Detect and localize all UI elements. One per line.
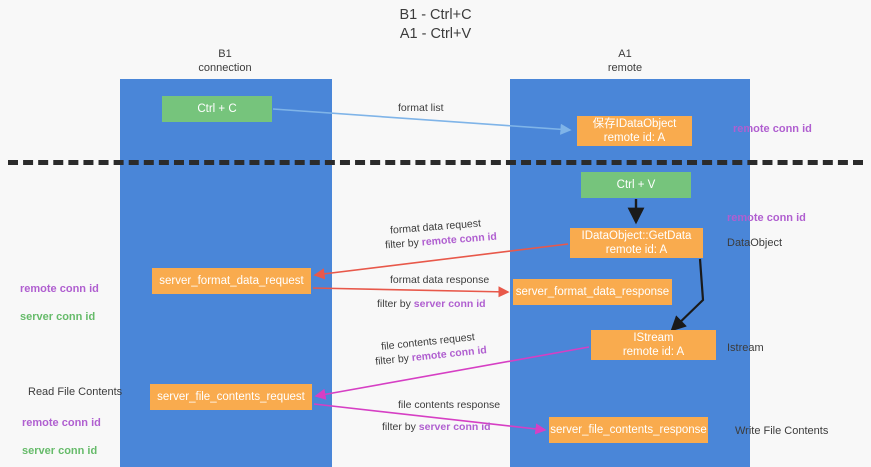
annotation-left-ids-mid: remote conn id server conn id [20,268,99,324]
lane-header-a1: A1 remote [607,48,643,74]
node-server-format-data-request[interactable]: server_format_data_request [152,268,311,294]
filter-key: server conn id [413,298,486,310]
node-save-idataobject[interactable]: 保存IDataObject remote id: A [577,116,692,146]
diagram-title: B1 - Ctrl+C A1 - Ctrl+V [399,7,472,42]
node-idataobject-getdata[interactable]: IDataObject::GetData remote id: A [570,228,703,258]
node-ctrl-c[interactable]: Ctrl + C [162,96,272,122]
edge-label-format-data-response: format data response [390,274,490,286]
edge-label-file-contents-response-filter: filter by server conn id [382,421,491,434]
annotation-server-conn-id-left-bottom: server conn id [22,445,98,457]
filter-prefix: filter by [382,421,419,433]
annotation-remote-conn-id-left-bottom: remote conn id [22,417,101,429]
filter-prefix: filter by [377,298,414,310]
annotation-remote-conn-id-mid: remote conn id [727,212,806,224]
node-server-format-data-response[interactable]: server_format_data_response [513,279,672,305]
annotation-remote-conn-id-left-mid: remote conn id [20,283,99,295]
node-ctrl-v[interactable]: Ctrl + V [581,172,691,198]
annotation-dataobject: DataObject [727,237,783,249]
annotation-istream: Istream [727,342,764,354]
edge-label-format-list: format list [398,102,444,114]
node-server-file-contents-response[interactable]: server_file_contents_response [549,417,708,443]
lane-header-b1: B1 connection [198,48,252,74]
filter-prefix: filter by [374,352,413,368]
annotation-remote-conn-id-top: remote conn id [733,123,812,135]
node-istream[interactable]: IStream remote id: A [591,330,716,360]
annotation-server-conn-id-left-mid: server conn id [20,311,96,323]
filter-prefix: filter by [384,236,423,252]
edge-label-file-contents-response: file contents response [398,399,501,411]
annotation-write-file-contents: Write File Contents [735,425,829,437]
annotation-read-file-contents: Read File Contents [28,386,123,398]
filter-key: server conn id [418,421,491,433]
edge-label-format-data-response-filter: filter by server conn id [377,298,486,311]
node-server-file-contents-request[interactable]: server_file_contents_request [150,384,312,410]
annotation-left-ids-bottom: remote conn id server conn id [22,402,101,458]
section-divider [8,160,863,165]
